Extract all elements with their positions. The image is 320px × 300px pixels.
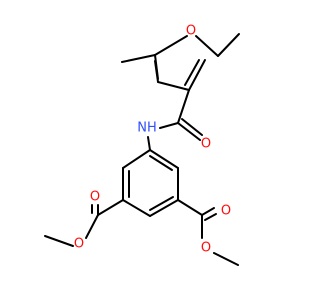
bond-nh-ring <box>147 136 151 151</box>
atom-labels: O O NH O O O O <box>74 24 231 256</box>
amide-nitrogen-label: NH <box>137 121 157 136</box>
bond-amide-co-2 <box>181 118 203 136</box>
bond-c4-carbonyl <box>177 89 190 124</box>
furan-oxygen-label: O <box>186 24 196 39</box>
bond-ring-ester2 <box>177 199 203 216</box>
bond-ring-4 <box>149 199 179 217</box>
bond-ring-3 <box>122 199 151 217</box>
bond-ester2-methyl <box>213 252 239 266</box>
bond-c2-c3-inner <box>154 60 159 83</box>
bond-ester1-methyl <box>44 235 74 247</box>
bond-carbonyl-nh <box>159 122 179 129</box>
ester2-carbonyl-oxygen-label: O <box>221 204 231 219</box>
ester1-carbonyl-oxygen-label: O <box>90 190 100 205</box>
bond-c5-o1-left <box>195 35 219 57</box>
bond-ester2-co-b <box>204 213 217 221</box>
furan-ring <box>121 33 240 91</box>
bond-c4-c5 <box>188 59 206 91</box>
bond-ring-1 <box>122 149 151 169</box>
benzene-ring <box>122 149 179 217</box>
ester2-ether-oxygen-label: O <box>201 241 211 256</box>
bond-ester2-co-a <box>201 207 215 216</box>
bond-c3-c4 <box>157 81 190 91</box>
bond-o1-c2 <box>154 35 188 56</box>
bond-ring-6 <box>149 149 179 169</box>
amide-linker <box>147 89 203 151</box>
ester1-ether-oxygen-label: O <box>74 237 84 252</box>
left-ester-group <box>44 199 124 247</box>
bond-ring-ester1 <box>97 199 124 216</box>
right-ester-group <box>177 199 239 266</box>
molecule-structure-diagram: O O NH O O O O <box>44 23 240 266</box>
bond-ester1-co-single <box>85 214 99 239</box>
bond-ring-4-inner <box>149 196 174 211</box>
bond-amide-co-1 <box>177 122 201 141</box>
bond-c2-methyl <box>121 54 156 63</box>
bond-c5-methyl <box>217 33 240 57</box>
bond-ring-6-inner <box>149 155 173 171</box>
bond-c4-c5-inner <box>184 59 200 86</box>
amide-oxygen-label: O <box>201 137 211 152</box>
